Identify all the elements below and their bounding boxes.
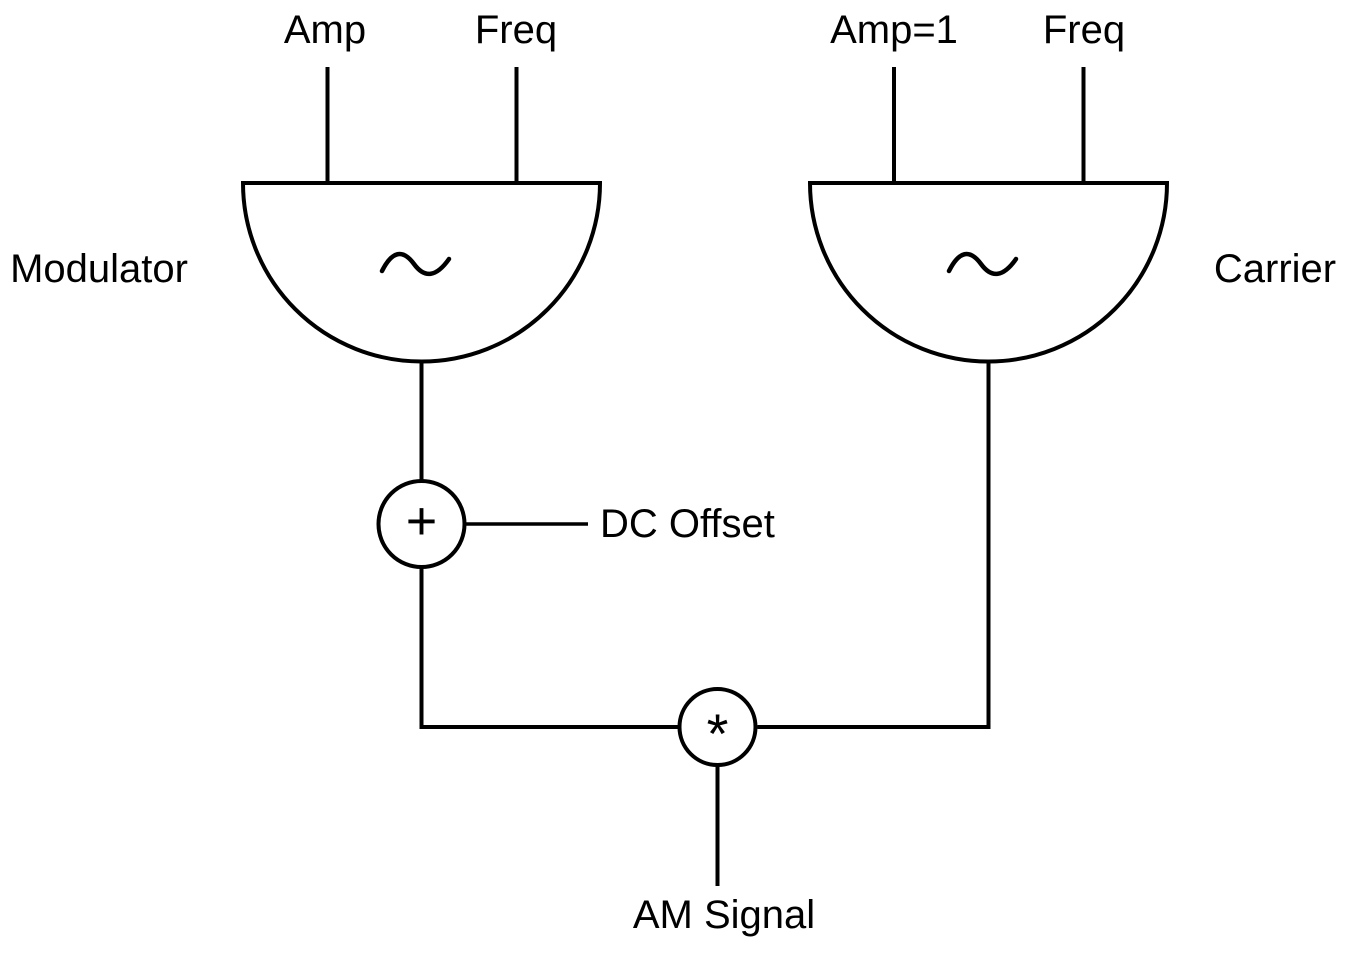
am-signal-label: AM Signal xyxy=(632,893,816,937)
dc-offset-label: DC Offset xyxy=(600,502,775,546)
modulator-oscillator-body xyxy=(240,181,603,364)
carrier-output-wire xyxy=(757,361,991,729)
carrier-label: Carrier xyxy=(1213,247,1337,291)
modulator-sine-wave-icon xyxy=(379,251,452,276)
modulator-label: Modulator xyxy=(10,247,188,291)
plus-icon: + xyxy=(406,491,438,551)
adder-output-wire xyxy=(419,567,680,729)
carrier-sine-wave-icon xyxy=(946,251,1019,276)
carrier-freq-label: Freq xyxy=(1042,8,1126,52)
modulator-freq-label: Freq xyxy=(474,8,558,52)
asterisk-icon: * xyxy=(707,702,729,765)
carrier-amp-label: Amp=1 xyxy=(830,8,958,52)
carrier-oscillator-body xyxy=(807,181,1170,364)
modulator-amp-label: Amp xyxy=(283,8,367,52)
